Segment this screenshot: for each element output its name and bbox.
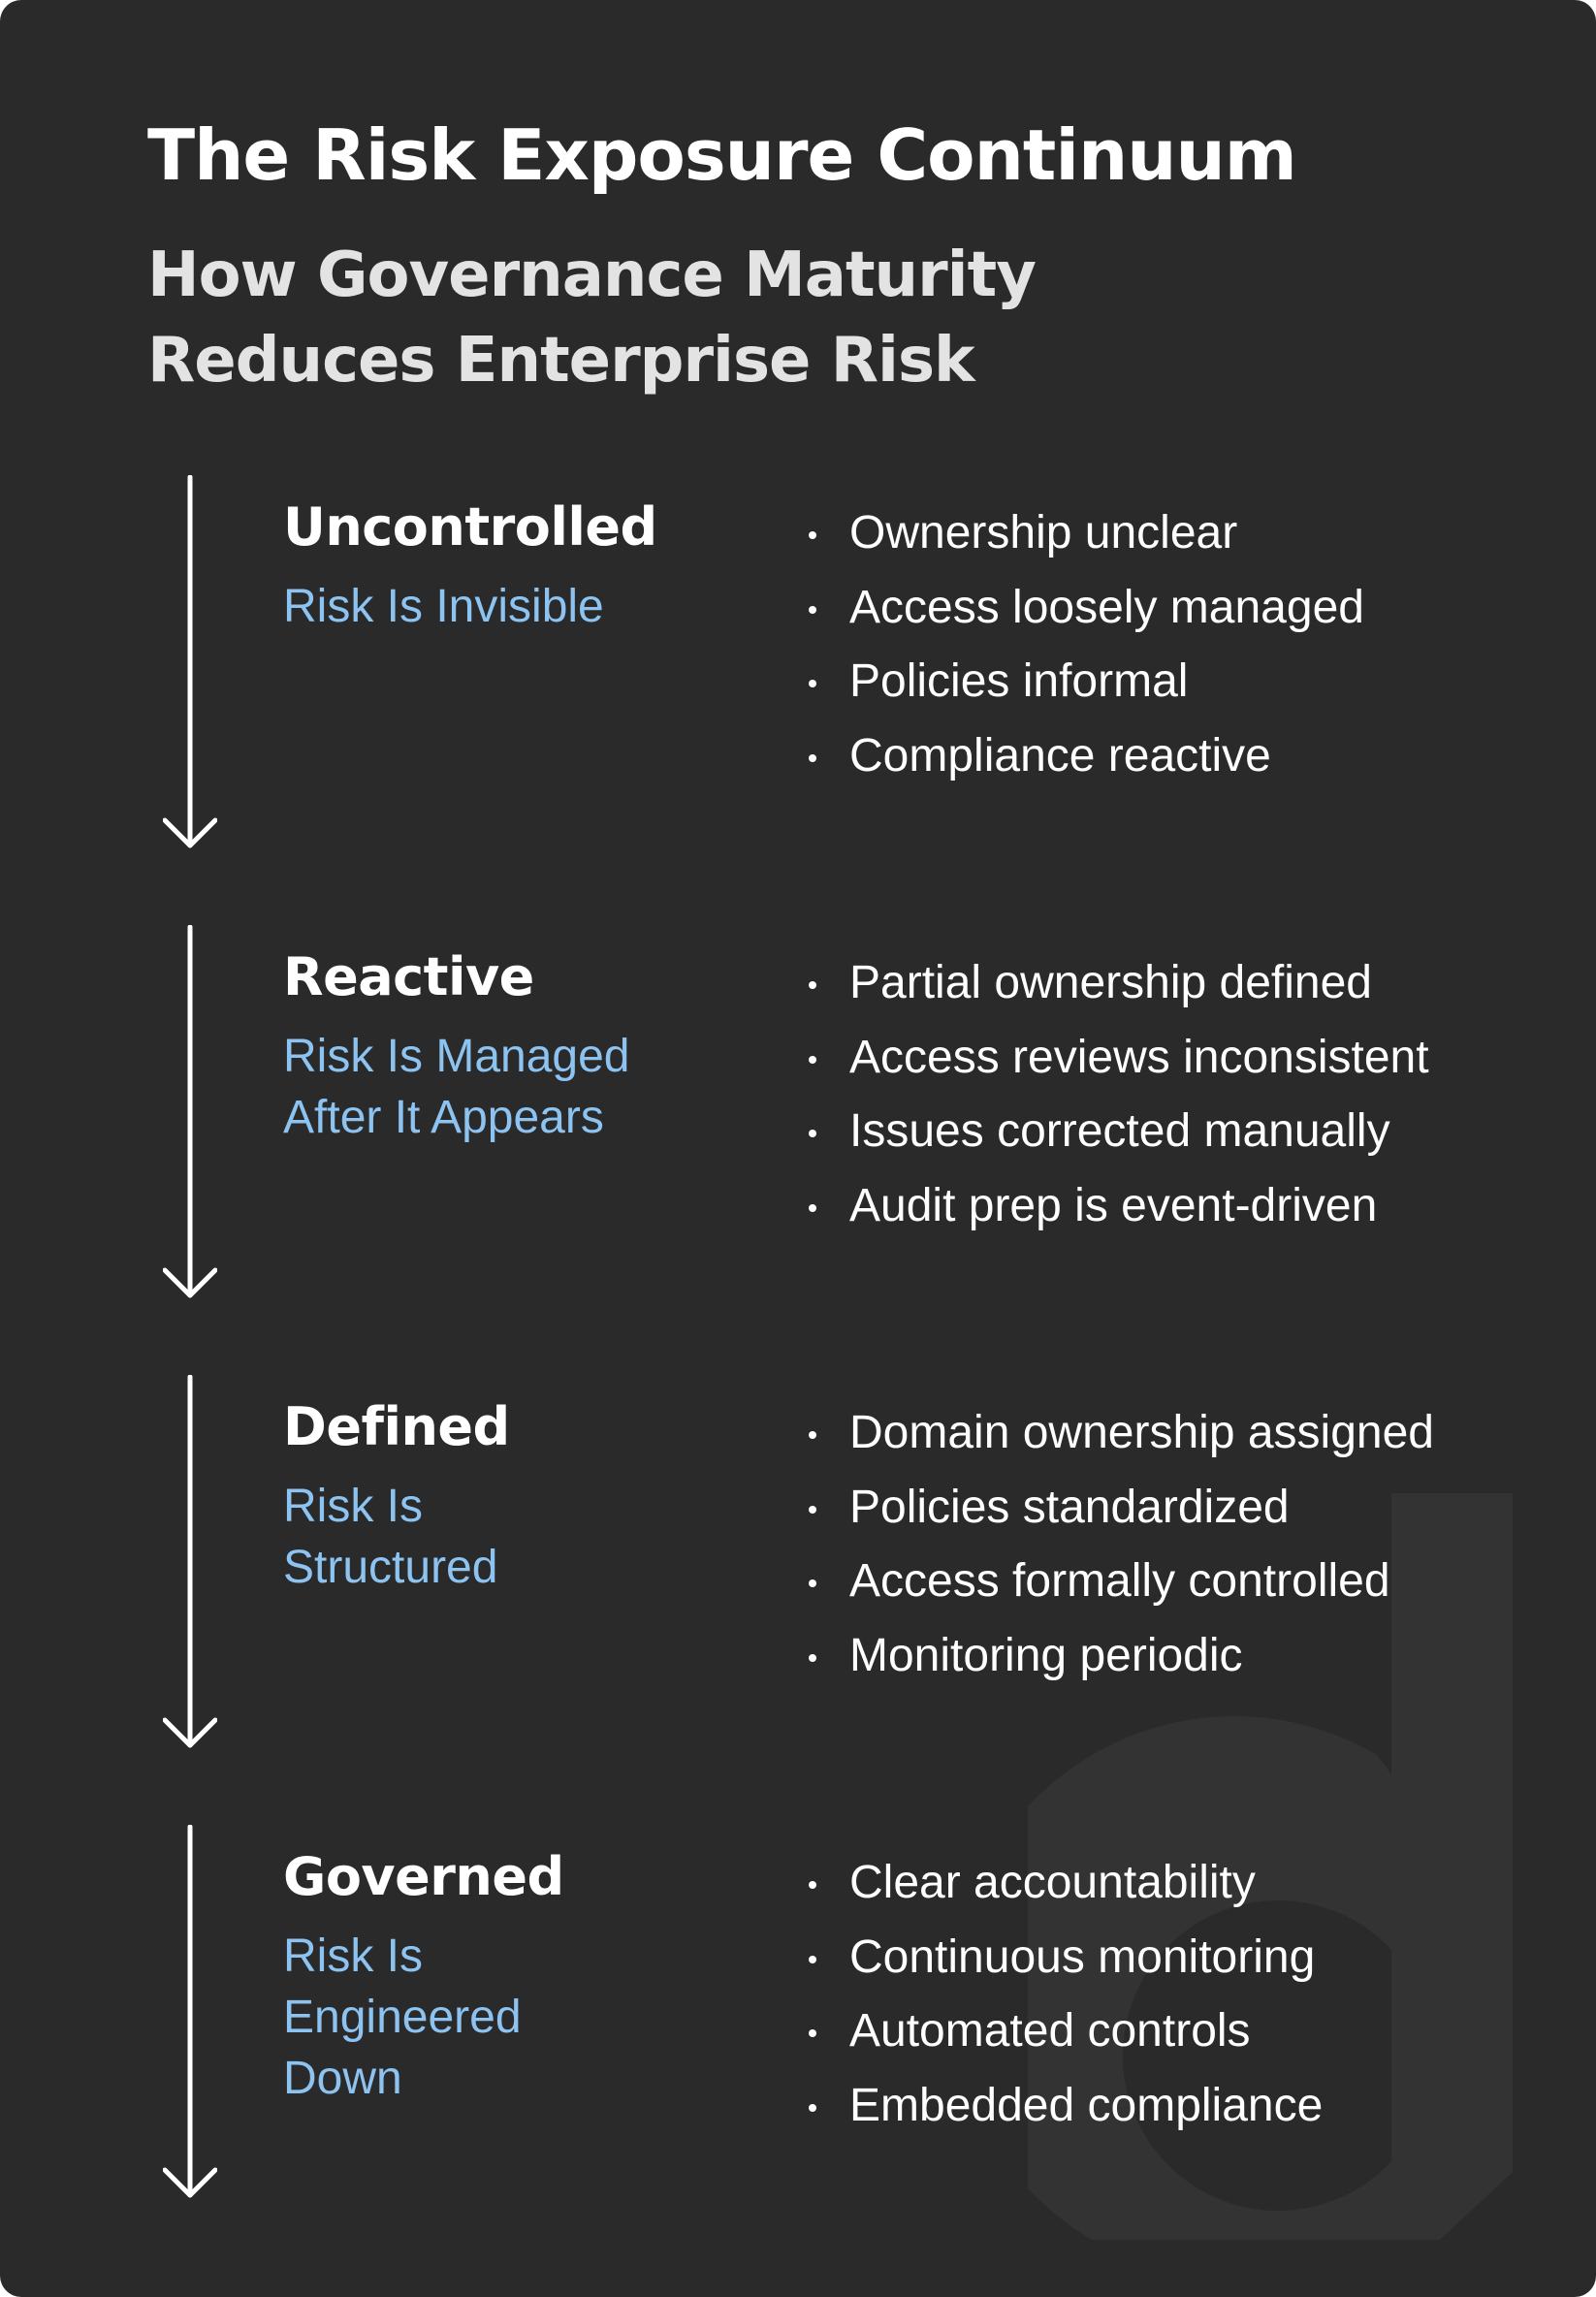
bullet-item: Issues corrected manually (805, 1095, 1429, 1169)
stage-bullet-list: Domain ownership assigned Policies stand… (805, 1396, 1434, 1693)
stage-description: Risk Is Engineered Down (283, 1926, 522, 2109)
stage-description-line: Down (283, 2053, 402, 2104)
stage-description-line: After It Appears (283, 1092, 604, 1143)
bullet-item: Clear accountability (805, 1846, 1323, 1921)
stage-description-line: Risk Is Managed (283, 1031, 630, 1082)
stage-uncontrolled: Uncontrolled Risk Is Invisible Ownership… (0, 475, 1596, 882)
stage-name: Defined (283, 1396, 510, 1457)
subtitle-line: Reduces Enterprise Risk (147, 325, 975, 397)
subtitle-line: How Governance Maturity (147, 239, 1037, 311)
stage-description-line: Structured (283, 1542, 498, 1593)
bullet-item: Monitoring periodic (805, 1619, 1434, 1694)
stage-description: Risk Is Structured (283, 1476, 497, 1598)
page-subtitle: How Governance Maturity Reduces Enterpri… (147, 233, 1037, 403)
bullet-item: Access formally controlled (805, 1545, 1434, 1619)
stage-description: Risk Is Managed After It Appears (283, 1026, 630, 1148)
bullet-item: Embedded compliance (805, 2069, 1323, 2144)
stage-bullet-list: Ownership unclear Access loosely managed… (805, 496, 1364, 793)
brand-logo-watermark (1028, 1493, 1513, 2240)
stage-bullet-list: Partial ownership defined Access reviews… (805, 946, 1429, 1243)
stage-description: Risk Is Invisible (283, 576, 604, 637)
bullet-item: Policies standardized (805, 1471, 1434, 1546)
bullet-item: Continuous monitoring (805, 1921, 1323, 1995)
bullet-item: Access loosely managed (805, 571, 1364, 646)
arrow-down-icon (163, 1375, 217, 1748)
stage-governed: Governed Risk Is Engineered Down Clear a… (0, 1825, 1596, 2232)
page-title: The Risk Exposure Continuum (147, 114, 1297, 196)
bullet-item: Ownership unclear (805, 496, 1364, 571)
stage-description-line: Engineered (283, 1992, 522, 2043)
stage-description-line: Risk Is (283, 1930, 423, 1982)
arrow-down-icon (163, 925, 217, 1298)
arrow-down-icon (163, 1825, 217, 2198)
bullet-item: Policies informal (805, 645, 1364, 719)
stage-name: Reactive (283, 946, 534, 1007)
bullet-item: Audit prep is event-driven (805, 1169, 1429, 1244)
stage-reactive: Reactive Risk Is Managed After It Appear… (0, 925, 1596, 1332)
stage-name: Governed (283, 1846, 564, 1907)
stage-bullet-list: Clear accountability Continuous monitori… (805, 1846, 1323, 2143)
bullet-item: Compliance reactive (805, 719, 1364, 794)
stage-description-line: Risk Is Invisible (283, 581, 604, 632)
bullet-item: Automated controls (805, 1994, 1323, 2069)
bullet-item: Access reviews inconsistent (805, 1021, 1429, 1096)
arrow-down-icon (163, 475, 217, 848)
bullet-item: Partial ownership defined (805, 946, 1429, 1021)
stage-name: Uncontrolled (283, 496, 657, 558)
bullet-item: Domain ownership assigned (805, 1396, 1434, 1471)
stage-defined: Defined Risk Is Structured Domain owners… (0, 1375, 1596, 1782)
stage-description-line: Risk Is (283, 1481, 423, 1532)
